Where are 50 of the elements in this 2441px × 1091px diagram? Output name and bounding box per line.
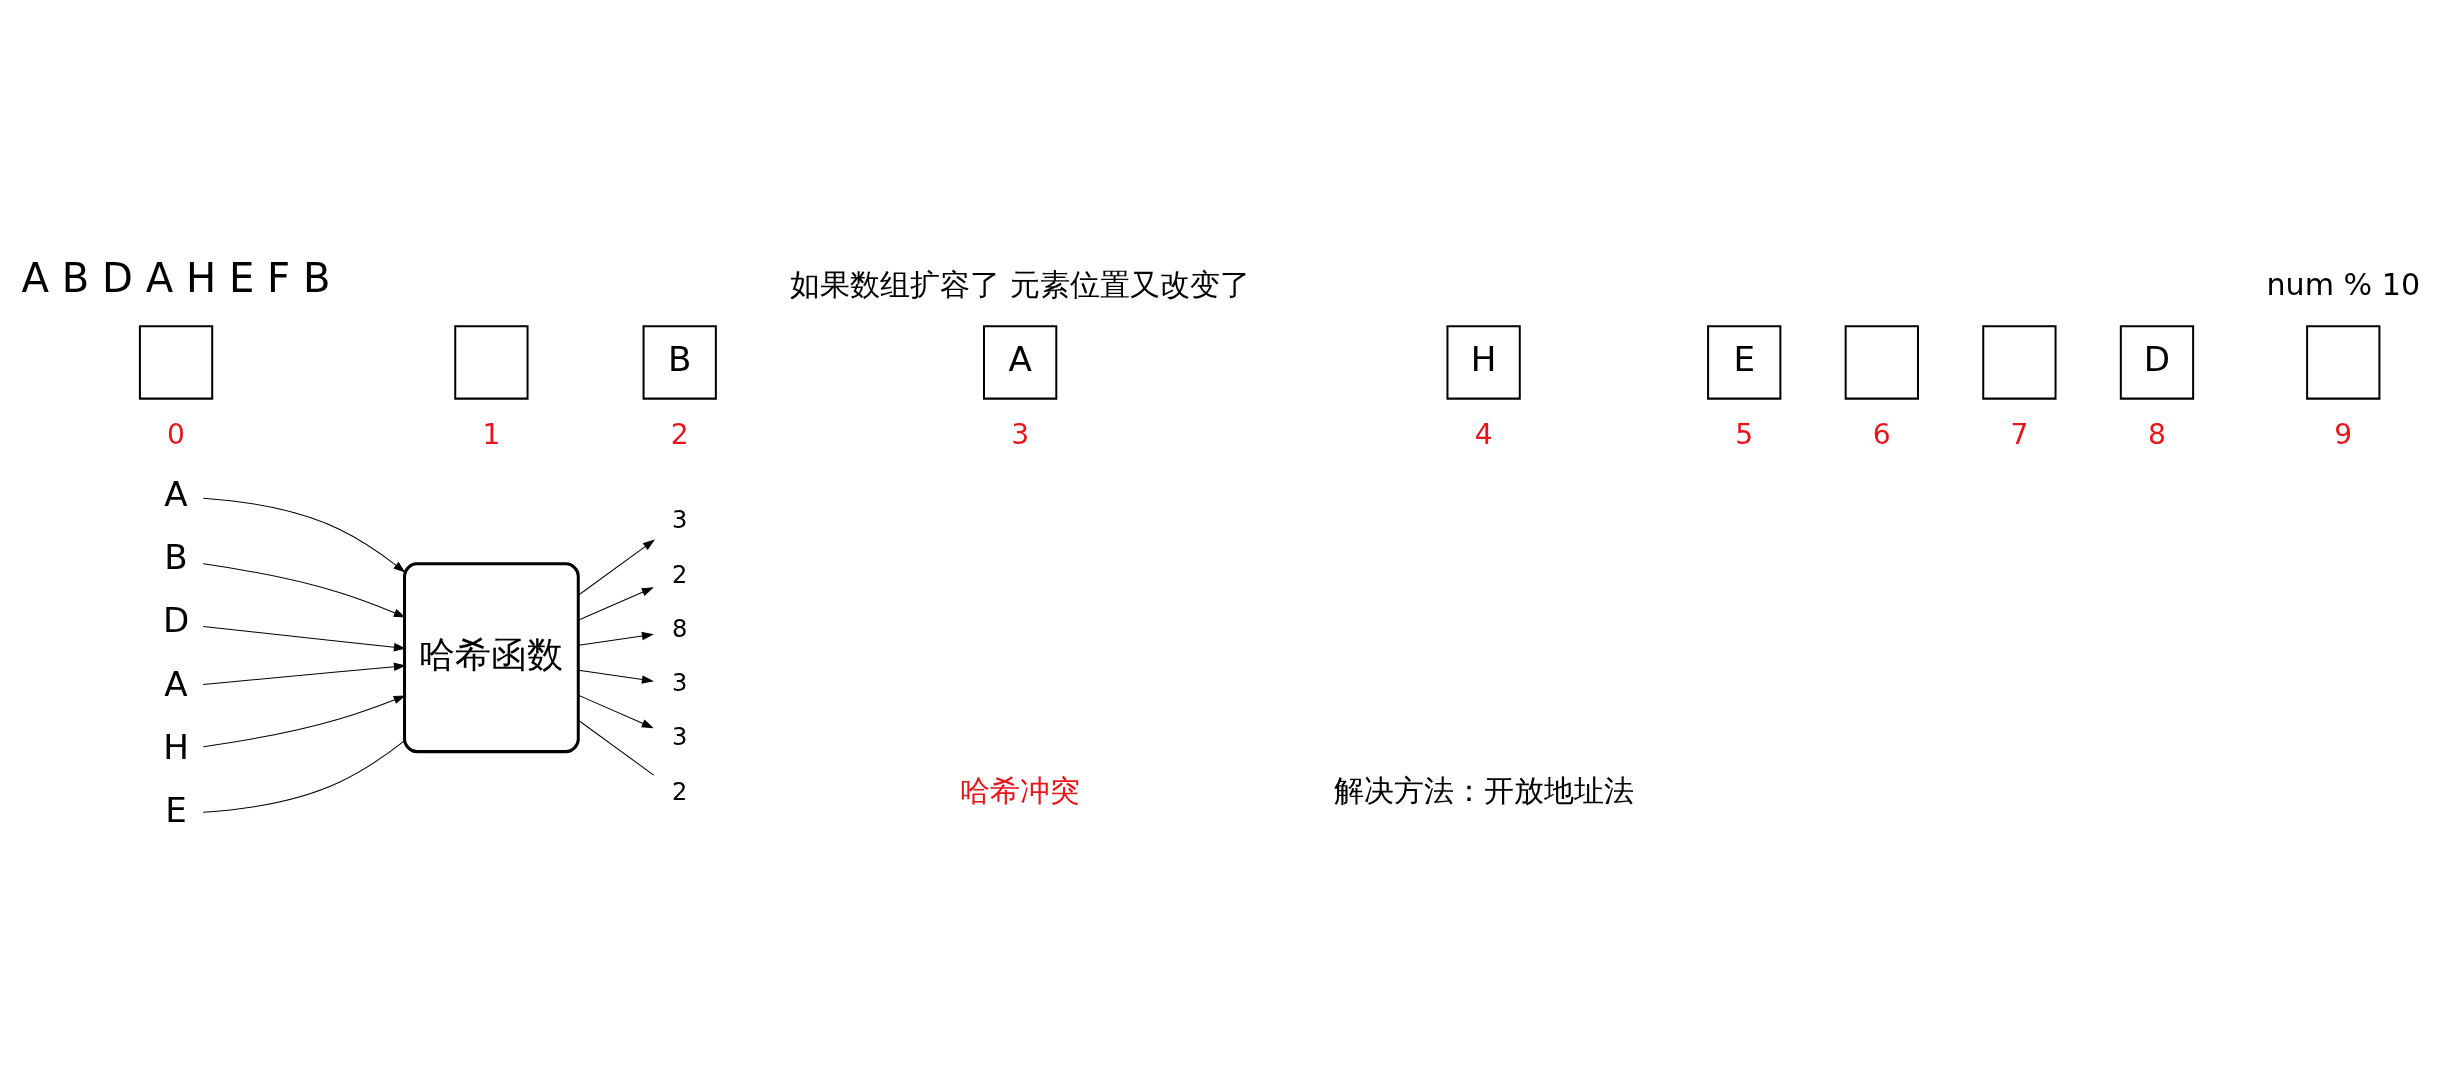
- label: 2: [670, 417, 689, 451]
- label: 9: [2334, 417, 2353, 451]
- arrow: [202, 662, 405, 685]
- node-text: A: [164, 473, 188, 514]
- arrow: [577, 669, 653, 684]
- node-text: 3: [672, 722, 688, 751]
- node-text: D: [162, 599, 190, 640]
- node-box: H: [1446, 324, 1521, 400]
- node-text: E: [165, 789, 187, 830]
- node-box: [138, 324, 214, 400]
- arrow: [577, 539, 655, 596]
- node-text: 2: [672, 777, 688, 806]
- node-box: E: [1707, 324, 1782, 400]
- arrow: [577, 694, 653, 728]
- label: num % 10: [2266, 266, 2421, 302]
- label: 解决方法：开放地址法: [1333, 772, 1634, 808]
- arrow: [577, 631, 653, 646]
- node-text: 3: [672, 505, 688, 534]
- node-text: H: [163, 726, 189, 767]
- connector: [202, 739, 405, 813]
- arrow: [202, 625, 405, 651]
- label: 3: [1011, 417, 1030, 451]
- label: 7: [2010, 417, 2029, 451]
- arrow: [202, 497, 405, 572]
- node-box: 哈希函数: [403, 561, 580, 753]
- node-text: 2: [672, 560, 688, 589]
- label: 8: [2148, 417, 2166, 451]
- label: 0: [167, 417, 185, 451]
- node-text: 8: [672, 614, 688, 643]
- node-box: [1844, 324, 1919, 400]
- node-box: A: [983, 324, 1058, 400]
- label: 6: [1872, 417, 1891, 451]
- label: 1: [482, 417, 501, 451]
- arrow: [202, 562, 405, 617]
- node-box: [1982, 324, 2057, 400]
- label: 如果数组扩容了 元素位置又改变了: [790, 266, 1250, 302]
- node-box: [454, 324, 529, 400]
- connector: [577, 719, 655, 776]
- node-text: B: [164, 536, 188, 577]
- node-text: A: [164, 663, 188, 704]
- label: 哈希冲突: [960, 772, 1081, 808]
- node-box: B: [642, 324, 717, 400]
- node-box: [2306, 324, 2381, 400]
- arrow: [202, 695, 405, 747]
- node-text: 3: [672, 668, 688, 697]
- label: A B D A H E F B: [21, 254, 331, 301]
- arrow: [577, 586, 653, 621]
- label: 5: [1735, 417, 1754, 451]
- label: 4: [1474, 417, 1493, 451]
- node-box: D: [2119, 324, 2195, 400]
